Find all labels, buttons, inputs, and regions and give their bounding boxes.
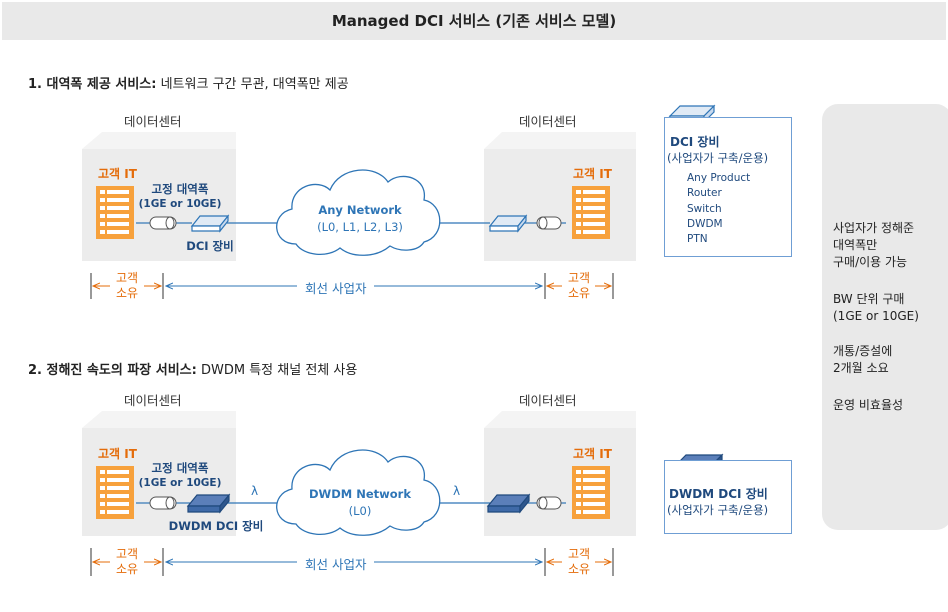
legend-dwdm-subtitle: (사업자가 구축/운용) (667, 503, 769, 517)
legend-dci-subtitle: (사업자가 구축/운용) (667, 151, 769, 165)
side-note: 운영 비효율성 (833, 398, 904, 412)
bandwidth-title: 고정 대역폭 (151, 182, 209, 196)
bandwidth-sub: (1GE or 10GE) (138, 477, 222, 489)
side-note: 개통/증설에 2개월 소요 (833, 344, 893, 375)
page-title: Managed DCI 서비스 (기존 서비스 모델) (331, 12, 617, 30)
customer-it-label: 고객 IT (573, 447, 612, 461)
legend-dci-item: DWDM (687, 218, 723, 230)
cloud-label-2: (L0) (348, 504, 372, 518)
lambda-symbol: λ (251, 484, 259, 498)
server-icon (572, 466, 610, 519)
bandwidth-title: 고정 대역폭 (151, 461, 209, 475)
section1-label: 1. 대역폭 제공 서비스: (28, 77, 157, 92)
dci-device-label: DCI 장비 (186, 239, 234, 253)
side-note: 사업자가 정해준 대역폭만 구매/이용 가능 (833, 221, 915, 269)
carrier-label: 회선 사업자 (297, 278, 375, 297)
transceiver-icon (536, 496, 562, 510)
carrier-label: 회선 사업자 (297, 554, 375, 573)
title-bar: Managed DCI 서비스 (기존 서비스 모델) (2, 2, 946, 40)
dc-label-right-2: 데이터센터 (519, 393, 577, 408)
legend-dci (664, 117, 792, 257)
dwdm-device-icon (486, 493, 531, 514)
server-icon (572, 186, 610, 239)
dc-label-left-2: 데이터센터 (124, 393, 182, 408)
cloud-label-1: Any Network (318, 203, 402, 217)
transceiver-icon (149, 496, 177, 510)
cloud-label-1: DWDM Network (309, 487, 411, 501)
legend-dci-item: PTN (687, 233, 708, 245)
owner-label: 고객 소유 (111, 271, 143, 301)
dwdm-device-label: DWDM DCI 장비 (168, 519, 264, 533)
section2-title: 2. 정해진 속도의 파장 서비스: DWDM 특정 채널 전체 사용 (28, 359, 357, 378)
transceiver-icon (536, 216, 562, 230)
section2-label: 2. 정해진 속도의 파장 서비스: (28, 363, 197, 378)
owner-label: 고객 소유 (563, 271, 595, 301)
datacenter-right-1 (484, 132, 636, 261)
lambda-symbol: λ (453, 484, 461, 498)
dci-device-icon (488, 214, 528, 233)
side-note: BW 단위 구매 (1GE or 10GE) (833, 292, 919, 323)
section1-title: 1. 대역폭 제공 서비스: 네트워크 구간 무관, 대역폭만 제공 (28, 73, 349, 92)
customer-it-label: 고객 IT (98, 167, 137, 181)
side-panel (822, 104, 948, 530)
transceiver-icon (149, 216, 177, 230)
dwdm-device-icon (186, 493, 231, 514)
legend-dwdm-title: DWDM DCI 장비 (669, 487, 768, 501)
datacenter-right-2 (484, 411, 636, 536)
dc-label-left-1: 데이터센터 (124, 114, 182, 129)
bandwidth-sub: (1GE or 10GE) (138, 198, 222, 210)
customer-it-label: 고객 IT (98, 447, 137, 461)
server-icon (96, 466, 134, 519)
legend-dci-item: Switch (687, 203, 722, 215)
server-icon (96, 186, 134, 239)
customer-it-label: 고객 IT (573, 167, 612, 181)
dc-label-right-1: 데이터센터 (519, 114, 577, 129)
cloud-any-network (276, 169, 441, 256)
dci-device-icon (190, 214, 230, 233)
section1-desc: 네트워크 구간 무관, 대역폭만 제공 (160, 77, 349, 92)
section2-desc: DWDM 특정 채널 전체 사용 (201, 363, 358, 378)
owner-label: 고객 소유 (111, 547, 143, 577)
legend-dci-item: Any Product (687, 172, 751, 184)
owner-label: 고객 소유 (563, 547, 595, 577)
cloud-dwdm-network (276, 449, 441, 536)
legend-dwdm (664, 460, 792, 534)
cloud-label-2: (L0, L1, L2, L3) (317, 220, 403, 234)
legend-dci-item: Router (687, 187, 722, 199)
legend-dci-title: DCI 장비 (670, 135, 720, 149)
